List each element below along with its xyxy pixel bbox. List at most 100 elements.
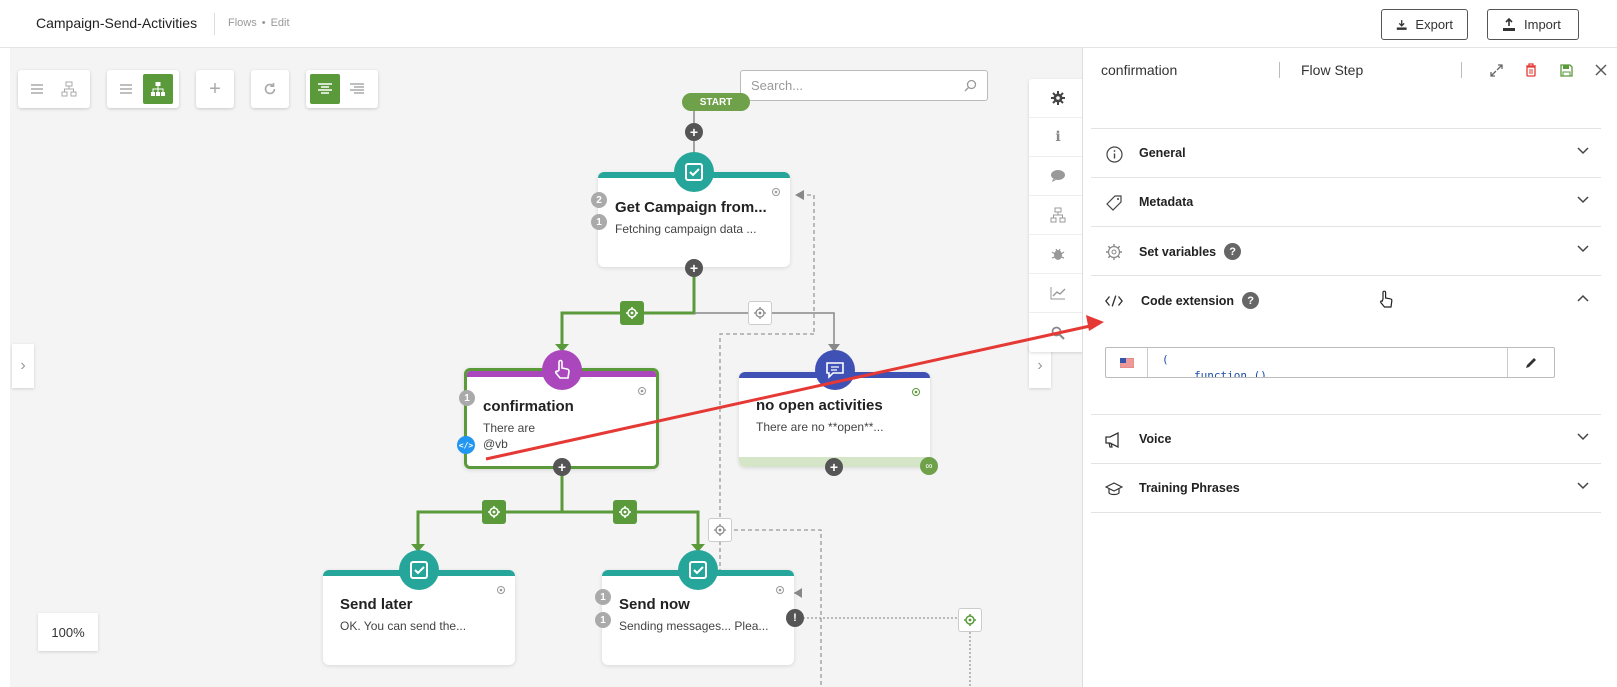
count-badge: 1 [591, 214, 607, 230]
add-step-button[interactable]: + [553, 458, 571, 476]
node-title: Get Campaign from... [615, 199, 767, 216]
step-properties-panel: confirmation Flow Step General Metadata … [1082, 48, 1617, 687]
align-center-button[interactable] [310, 74, 340, 104]
save-step-button[interactable] [1558, 62, 1574, 78]
warning-badge[interactable]: ! [786, 609, 804, 627]
node-title: Send now [619, 596, 690, 613]
node-text: Fetching campaign data ... [615, 222, 757, 236]
breadcrumb: Flows•Edit [228, 17, 290, 29]
hierarchy-view-button[interactable] [54, 74, 84, 104]
link-icon: ∞ [925, 460, 933, 472]
list-view-button[interactable] [22, 74, 52, 104]
condition-settings-button[interactable] [708, 518, 732, 542]
refresh-icon [264, 83, 276, 95]
add-step-button[interactable]: + [685, 123, 703, 141]
code-icon [1105, 292, 1123, 310]
section-voice[interactable]: Voice [1091, 415, 1601, 463]
expand-left-button[interactable]: › [12, 344, 34, 388]
checkbox-icon [685, 163, 703, 181]
gear-icon [626, 307, 638, 319]
condition-settings-button[interactable] [958, 608, 982, 632]
step-name: confirmation [1101, 62, 1178, 78]
code-extension-badge[interactable]: </> [457, 436, 475, 454]
exclamation-icon: ! [793, 612, 797, 624]
toolbar-layout-group [107, 70, 179, 108]
node-title: Send later [340, 596, 413, 613]
delete-step-button[interactable] [1523, 62, 1539, 78]
hierarchy-tool[interactable] [1029, 196, 1082, 235]
section-label: Voice [1139, 432, 1172, 446]
chevron-down-icon [1577, 147, 1589, 155]
section-label: Set variables? [1139, 243, 1242, 261]
hierarchy-icon [61, 81, 77, 97]
list-layout-button[interactable] [111, 74, 141, 104]
divider [1091, 275, 1601, 276]
messages-tool[interactable] [1029, 157, 1082, 196]
divider [1091, 512, 1601, 513]
toolbar-view-group [18, 70, 90, 108]
language-flag-button[interactable] [1106, 348, 1148, 377]
breadcrumb-flows[interactable]: Flows [228, 17, 257, 29]
gear-icon[interactable] [910, 386, 922, 398]
section-metadata[interactable]: Metadata [1091, 178, 1601, 226]
chevron-down-icon [1577, 433, 1589, 441]
refresh-button[interactable] [255, 74, 285, 104]
gear-icon[interactable] [774, 584, 786, 596]
step-type: Flow Step [1301, 62, 1364, 78]
condition-settings-button[interactable] [482, 500, 506, 524]
gear-icon [1051, 91, 1065, 105]
export-button[interactable]: Export [1381, 9, 1468, 40]
count-badge: 1 [595, 612, 611, 628]
debug-tool[interactable] [1029, 235, 1082, 274]
start-node[interactable]: START [682, 93, 750, 111]
search-input[interactable] [741, 71, 941, 100]
add-step-button[interactable]: + [685, 259, 703, 277]
expand-panel-button[interactable] [1488, 62, 1504, 78]
link-badge[interactable]: ∞ [920, 457, 938, 475]
expand-icon [1489, 63, 1503, 77]
flow-title: Campaign-Send-Activities [36, 15, 198, 31]
toolbar-refresh-group [251, 70, 289, 108]
add-step-button[interactable]: + [825, 458, 843, 476]
gear-icon[interactable] [495, 584, 507, 596]
pointer-cursor-icon [1379, 290, 1393, 308]
flow-canvas[interactable]: + 100% › › i [10, 48, 1082, 687]
condition-settings-button[interactable] [613, 500, 637, 524]
section-label: Code extension? [1141, 292, 1260, 310]
divider [1091, 128, 1601, 129]
settings-tool[interactable] [1029, 79, 1082, 118]
gear-icon[interactable] [770, 186, 782, 198]
section-set-variables[interactable]: Set variables? [1091, 227, 1601, 275]
node-text: There are [483, 421, 536, 435]
section-label-text: Code extension [1141, 293, 1235, 308]
section-code-extension[interactable]: Code extension? [1091, 276, 1601, 324]
count-badge: 1 [459, 390, 475, 406]
info-tool[interactable]: i [1029, 118, 1082, 157]
edit-code-button[interactable] [1508, 348, 1554, 377]
add-node-button[interactable]: + [200, 74, 230, 104]
align-right-button[interactable] [342, 74, 372, 104]
divider [1091, 226, 1601, 227]
node-title: confirmation [483, 398, 574, 415]
tree-layout-button[interactable] [143, 74, 173, 104]
condition-settings-button[interactable] [748, 301, 772, 325]
help-icon[interactable]: ? [1242, 292, 1260, 309]
section-general[interactable]: General [1091, 129, 1601, 177]
code-editor[interactable]: ( function () [1148, 348, 1508, 377]
condition-settings-button[interactable] [620, 301, 644, 325]
import-button[interactable]: Import [1487, 9, 1579, 40]
zoom-level[interactable]: 100% [38, 613, 98, 651]
download-icon [1396, 19, 1407, 30]
gear-icon [488, 506, 500, 518]
node-send-now[interactable]: Send now Sending messages... Plea... [602, 570, 794, 665]
code-line: function () [1194, 369, 1267, 377]
help-icon[interactable]: ? [1224, 243, 1242, 260]
divider [1091, 177, 1601, 178]
toolbar-align-group [306, 70, 378, 108]
checkbox-icon [410, 561, 428, 579]
info-icon [1105, 145, 1123, 163]
gear-icon[interactable] [636, 385, 648, 397]
close-panel-button[interactable] [1593, 62, 1609, 78]
analytics-tool[interactable] [1029, 274, 1082, 313]
section-training-phrases[interactable]: Training Phrases [1091, 464, 1601, 512]
